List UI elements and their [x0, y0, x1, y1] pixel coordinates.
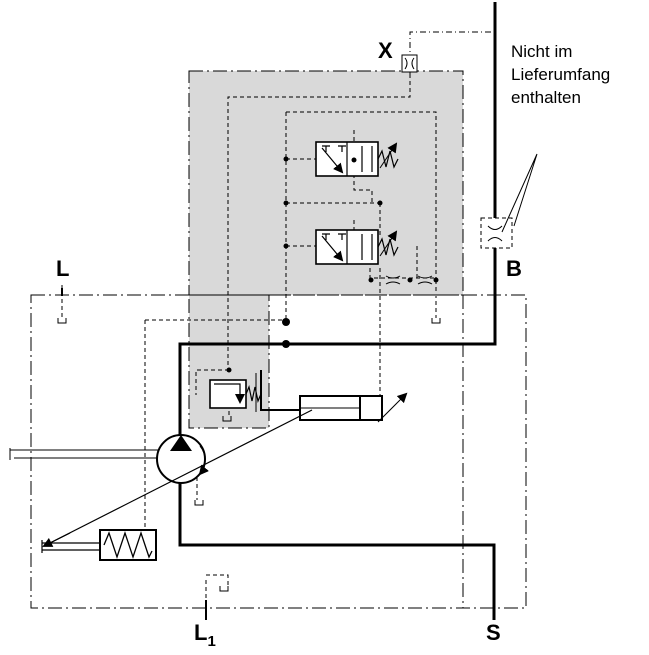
port-x-label: X — [378, 38, 393, 63]
orifice-row — [385, 275, 433, 285]
port-b-label: B — [506, 256, 522, 281]
not-included-note: Nicht im Lieferumfang enthalten — [511, 40, 610, 109]
spring-cylinder — [41, 529, 157, 561]
variable-pump — [9, 409, 313, 547]
note-line-2: Lieferumfang — [511, 65, 611, 84]
port-l1-subscript: 1 — [207, 633, 216, 650]
port-l-label: L — [56, 256, 70, 281]
port-s-label: S — [486, 620, 501, 645]
tank-symbols — [57, 318, 441, 592]
control-valve-lower — [315, 229, 399, 265]
pressure-cut-off-valve — [209, 370, 300, 412]
adjusting-cylinder — [299, 392, 408, 423]
note-line-3: enthalten — [511, 88, 581, 107]
port-l1-label: L1 — [194, 620, 216, 650]
note-pointer — [501, 153, 538, 233]
x-control-line — [409, 2, 496, 74]
note-line-1: Nicht im — [511, 42, 573, 61]
control-valve-upper — [315, 141, 399, 177]
port-l1-main: L — [194, 620, 208, 645]
external-check-valve — [480, 217, 513, 249]
pump-housing-boundary — [30, 294, 527, 609]
pilot-lines — [61, 74, 437, 600]
x-orifice-symbol — [401, 54, 418, 73]
